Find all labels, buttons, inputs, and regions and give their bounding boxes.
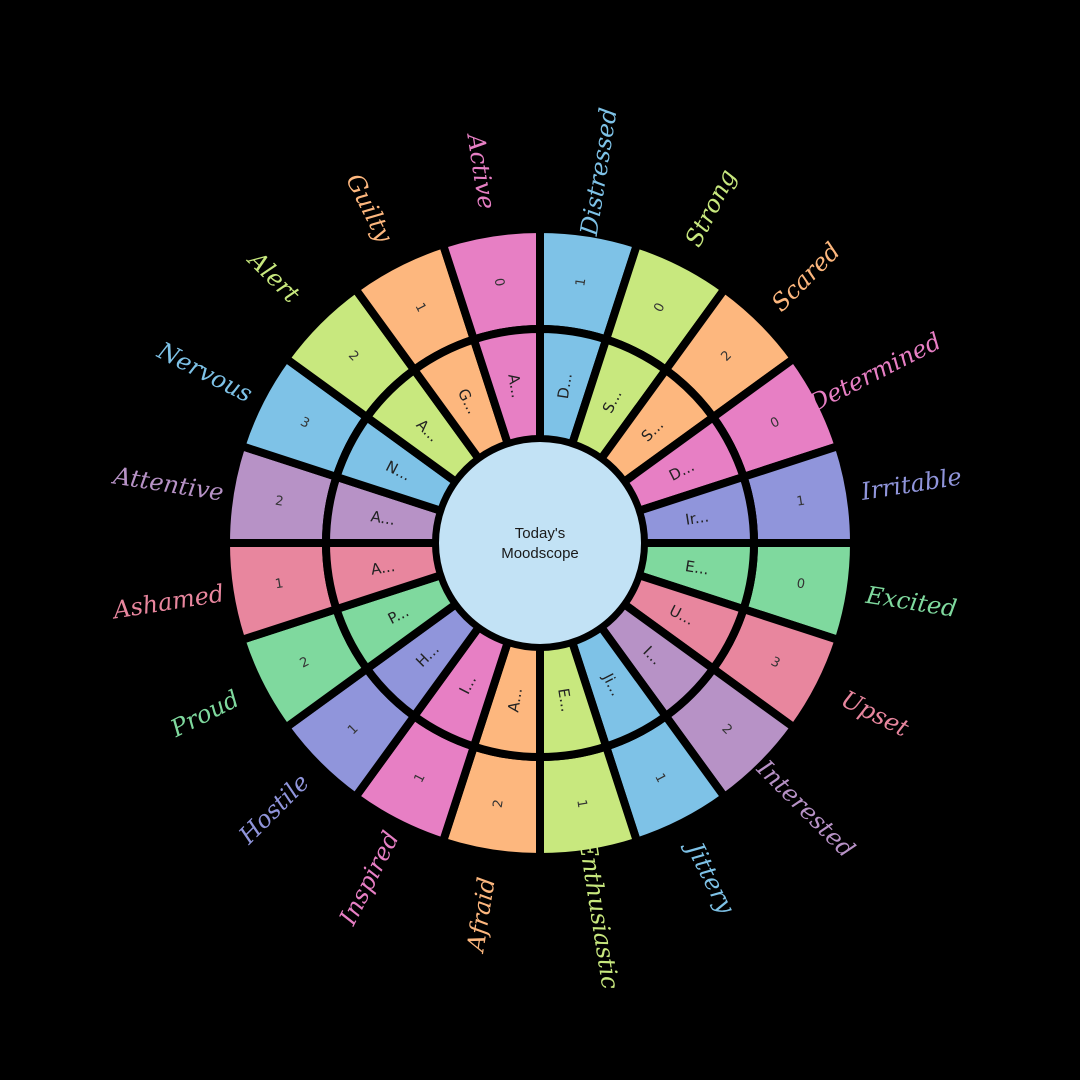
score-attentive: 2	[274, 494, 285, 510]
emotion-label-hostile: Hostile	[233, 768, 315, 850]
emotion-label-nervous: Nervous	[152, 336, 257, 408]
score-enthusiastic: 1	[573, 798, 589, 809]
emotion-label-scared: Scared	[766, 237, 846, 317]
emotion-label-attentive: Attentive	[110, 461, 226, 506]
abbr-irritable: Ir...	[684, 507, 710, 528]
score-afraid: 2	[491, 798, 507, 809]
center-hub[interactable]: Today's Moodscope	[433, 436, 647, 650]
center-title-line1: Today's	[515, 525, 565, 542]
emotion-label-active: Active	[461, 130, 501, 211]
emotion-label-enthusiastic: Enthusiastic	[573, 837, 624, 991]
score-ashamed: 1	[274, 576, 285, 592]
emotion-label-guilty: Guilty	[340, 169, 398, 247]
emotion-label-jittery: Jittery	[679, 833, 741, 918]
center-title-line2: Moodscope	[501, 545, 579, 562]
abbr-afraid: A...	[504, 687, 526, 714]
abbr-ashamed: A...	[370, 557, 397, 579]
segments-group	[222, 225, 858, 861]
emotion-label-ashamed: Ashamed	[109, 579, 226, 624]
emotion-label-irritable: Irritable	[858, 462, 963, 506]
emotion-label-afraid: Afraid	[461, 875, 501, 955]
score-irritable: 1	[795, 494, 806, 510]
center-circle[interactable]	[433, 436, 647, 650]
emotion-label-inspired: Inspired	[333, 827, 404, 931]
abbr-attentive: A...	[370, 507, 397, 529]
abbr-active: A...	[504, 373, 526, 400]
score-active: 0	[491, 277, 507, 288]
abbr-excited: E...	[684, 557, 710, 579]
abbr-distressed: D...	[554, 372, 576, 400]
emotion-label-strong: Strong	[679, 165, 742, 252]
emotion-label-determined: Determined	[804, 327, 946, 418]
emotion-label-excited: Excited	[863, 581, 959, 623]
abbr-enthusiastic: E...	[554, 687, 576, 713]
emotion-label-proud: Proud	[165, 685, 244, 743]
emotion-label-upset: Upset	[837, 685, 914, 743]
emotion-label-alert: Alert	[241, 244, 305, 308]
emotion-label-interested: Interested	[751, 754, 861, 864]
emotion-label-distressed: Distressed	[575, 106, 623, 239]
score-excited: 0	[795, 576, 806, 592]
score-distressed: 1	[573, 277, 589, 288]
